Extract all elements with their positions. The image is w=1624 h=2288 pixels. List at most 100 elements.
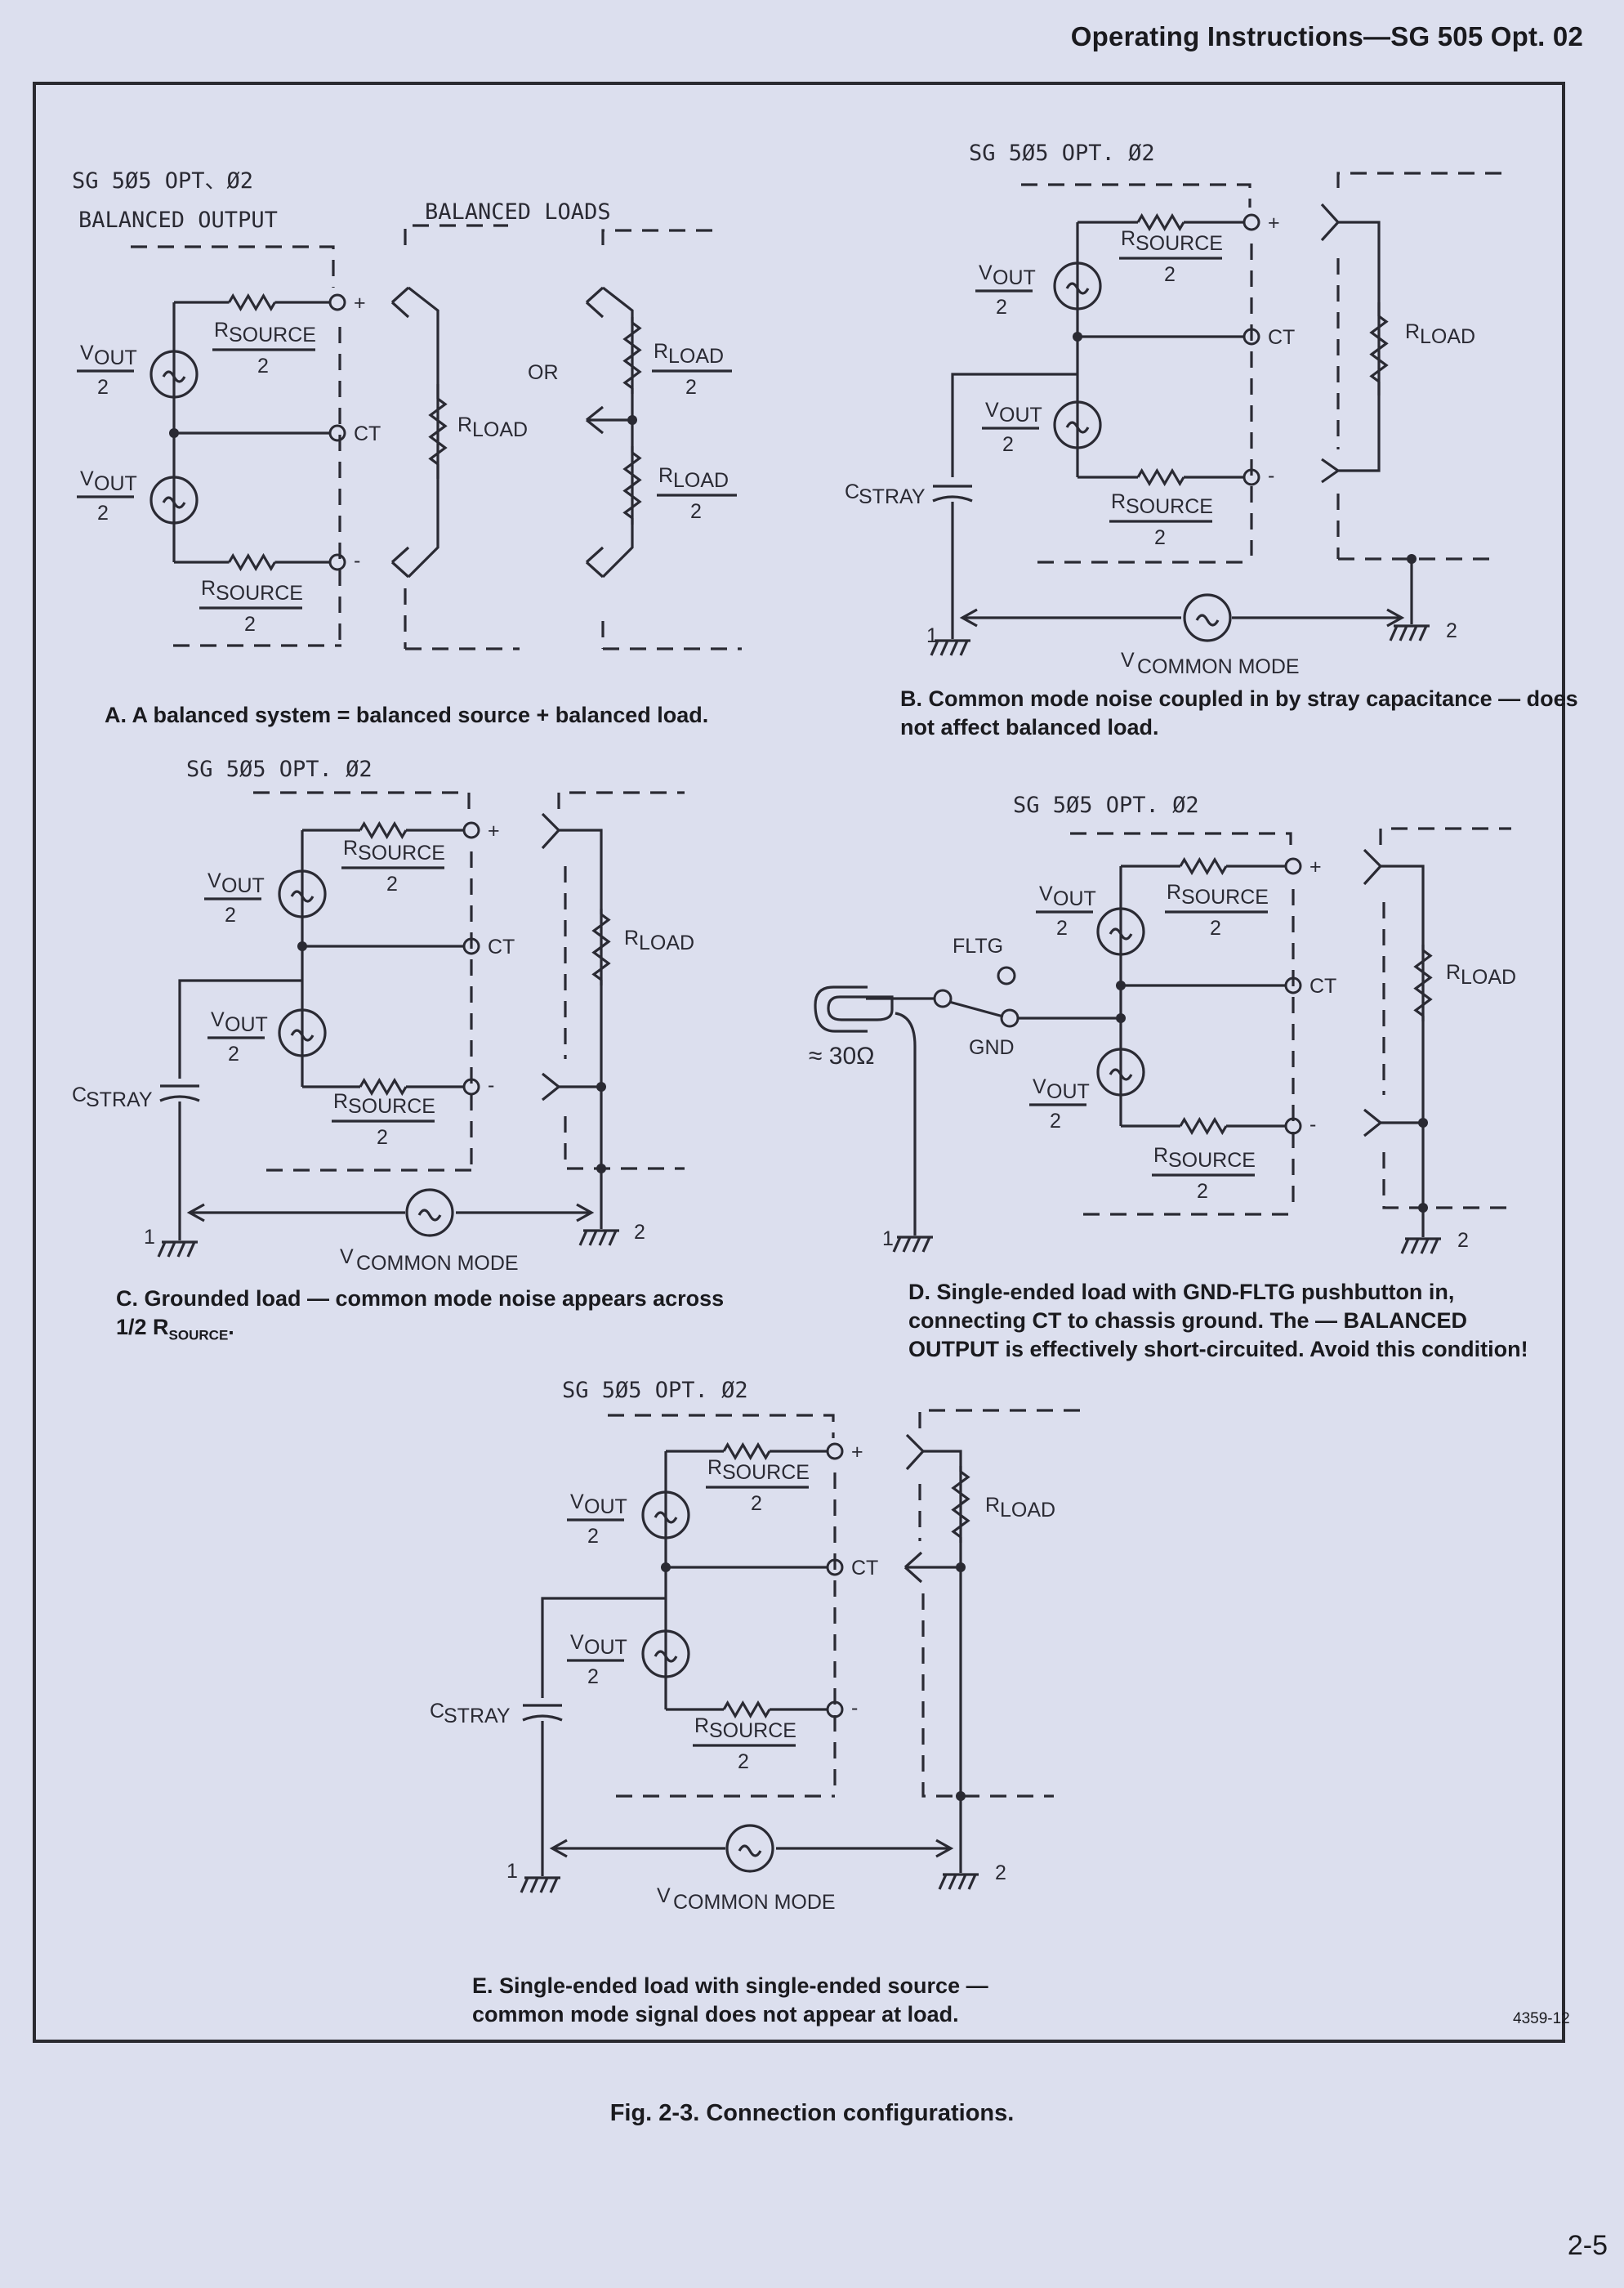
rsource-label: R bbox=[1121, 227, 1135, 250]
junction-dot bbox=[596, 1082, 606, 1092]
rload-label: R bbox=[1405, 320, 1420, 343]
ac-source-symbol bbox=[641, 1629, 690, 1678]
ground-symbol bbox=[529, 1877, 539, 1893]
rsource-denominator: 2 bbox=[1197, 1180, 1208, 1203]
wire bbox=[585, 286, 605, 304]
ground-symbol bbox=[949, 640, 959, 656]
rload-label: LOAD bbox=[668, 345, 724, 368]
junction-dot bbox=[661, 1562, 671, 1572]
terminal bbox=[826, 1442, 844, 1460]
resistance-label: ≈ 30Ω bbox=[809, 1043, 875, 1070]
ac-source-symbol bbox=[1096, 907, 1145, 956]
vout-denominator: 2 bbox=[587, 1525, 599, 1548]
minus-label: - bbox=[1309, 1113, 1316, 1136]
load-wire bbox=[903, 1433, 962, 1793]
figure-code: 4359-12 bbox=[1513, 2010, 1570, 2027]
terminal bbox=[328, 293, 346, 311]
ground-symbol bbox=[186, 1241, 196, 1258]
vout-label: V bbox=[570, 1490, 584, 1513]
rsource-denominator: 2 bbox=[377, 1126, 388, 1149]
ground-symbol bbox=[578, 1230, 588, 1246]
ground-symbol bbox=[1400, 1238, 1410, 1254]
ground-symbol bbox=[167, 1241, 176, 1258]
sine-wave-icon bbox=[654, 1650, 678, 1663]
rload-label: LOAD bbox=[639, 932, 694, 954]
rload-denominator: 2 bbox=[685, 376, 697, 399]
load-resistor-symbol bbox=[591, 913, 611, 981]
plus-label: + bbox=[488, 820, 500, 842]
ground-symbol bbox=[520, 1877, 529, 1893]
diagram-a-loads-title: BALANCED LOADS bbox=[425, 199, 611, 225]
junction-dot bbox=[1073, 332, 1082, 342]
source-resistor-symbol bbox=[1136, 212, 1185, 232]
load-enclosure bbox=[1382, 1152, 1508, 1209]
ground-symbol bbox=[948, 1874, 957, 1890]
source-enclosure bbox=[131, 245, 335, 288]
vout-label: OUT bbox=[584, 1495, 627, 1518]
gnd-contact bbox=[1000, 1008, 1019, 1028]
load-enclosure bbox=[1379, 827, 1511, 845]
vout-label: V bbox=[979, 261, 993, 284]
ground-1-label: 1 bbox=[144, 1226, 155, 1249]
vcommon-label: COMMON MODE bbox=[1137, 655, 1300, 678]
cstray-label: STRAY bbox=[86, 1088, 153, 1111]
rsource-label: SOURCE bbox=[229, 324, 316, 346]
vcommon-label: V bbox=[1121, 649, 1135, 672]
source-resistor-symbol bbox=[1179, 1116, 1228, 1136]
load-resistor-symbol bbox=[428, 397, 448, 466]
rsource-denominator: 2 bbox=[386, 873, 398, 896]
junction-dot bbox=[627, 415, 637, 425]
junction-dot bbox=[1418, 1118, 1428, 1128]
load-enclosure bbox=[557, 791, 685, 809]
rsource-denominator: 2 bbox=[1210, 917, 1221, 940]
caption-b: B. Common mode noise coupled in by stray… bbox=[900, 686, 1578, 740]
load-enclosure bbox=[404, 224, 508, 245]
ground-strap bbox=[814, 985, 868, 1033]
caption-a: A. A balanced system = balanced source +… bbox=[105, 703, 709, 727]
ground-1-label: 1 bbox=[926, 624, 938, 647]
ground-symbol bbox=[608, 1230, 618, 1246]
rload-label: R bbox=[654, 340, 668, 363]
sine-wave-icon bbox=[162, 496, 186, 509]
source-resistor-symbol bbox=[1136, 467, 1185, 487]
rsource-denominator: 2 bbox=[738, 1750, 749, 1773]
source-resistor-symbol bbox=[722, 1441, 771, 1461]
vout-label: V bbox=[1039, 883, 1053, 905]
ac-source-symbol bbox=[1096, 1048, 1145, 1097]
gnd-label: GND bbox=[969, 1036, 1015, 1059]
diagram-e-title: SG 5Ø5 OPT. Ø2 bbox=[562, 1378, 748, 1403]
wire bbox=[390, 546, 410, 564]
ground-symbol bbox=[921, 1236, 931, 1253]
source-enclosure bbox=[1021, 183, 1251, 208]
vcommon-label: V bbox=[657, 1884, 671, 1907]
source-resistor-symbol bbox=[228, 552, 276, 572]
stray-wire bbox=[178, 979, 302, 1079]
rsource-denominator: 2 bbox=[244, 613, 256, 636]
sine-wave-icon bbox=[290, 890, 315, 903]
diagram-a-subtitle: BALANCED OUTPUT bbox=[78, 208, 278, 233]
ct-label: CT bbox=[851, 1557, 878, 1580]
source-resistor-symbol bbox=[359, 1077, 408, 1097]
vout-label: OUT bbox=[94, 346, 137, 369]
sine-wave-icon bbox=[1109, 927, 1133, 941]
cstray-label: STRAY bbox=[444, 1705, 511, 1727]
plus-label: + bbox=[1268, 212, 1280, 235]
plus-label: + bbox=[851, 1441, 863, 1464]
ac-source-symbol bbox=[278, 869, 327, 918]
ground-symbol bbox=[939, 640, 949, 656]
vout-label: V bbox=[80, 342, 94, 364]
load-enclosure bbox=[921, 1593, 1054, 1798]
ground-2-label: 2 bbox=[995, 1861, 1006, 1884]
vout-label: V bbox=[1033, 1075, 1046, 1098]
ground-symbol bbox=[1420, 1238, 1430, 1254]
capacitor-symbol bbox=[932, 495, 973, 503]
load-enclosure bbox=[918, 1409, 1083, 1428]
terminal bbox=[462, 821, 480, 839]
ground-symbol bbox=[912, 1236, 921, 1253]
caption-d: D. Single-ended load with GND-FLTG pushb… bbox=[908, 1280, 1528, 1361]
wire bbox=[585, 301, 605, 319]
ground-symbol bbox=[930, 640, 939, 656]
load-wire bbox=[407, 286, 439, 579]
minus-label: - bbox=[488, 1074, 494, 1097]
strap-wire bbox=[895, 1012, 917, 1236]
